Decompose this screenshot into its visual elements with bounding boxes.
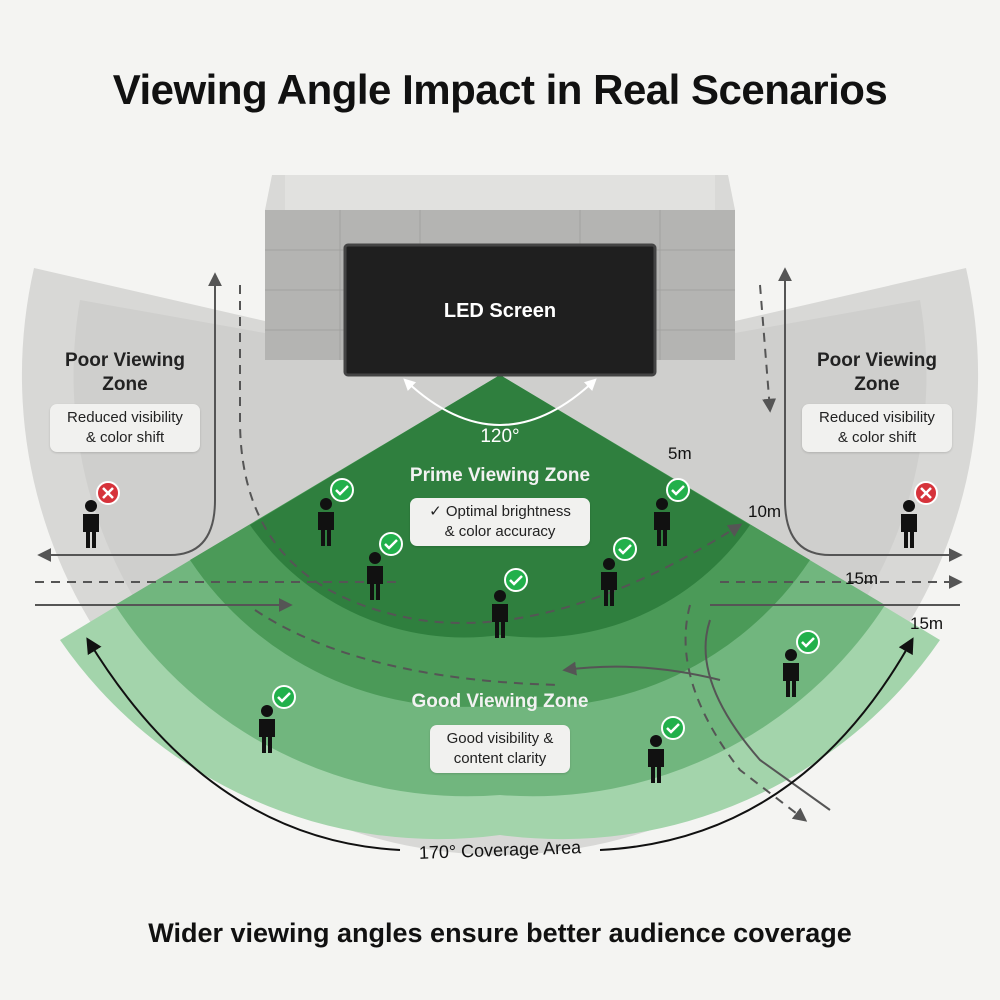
poor-zone-left-title: Poor Viewing Zone xyxy=(45,349,205,397)
cross-icon xyxy=(914,481,938,505)
cross-icon xyxy=(96,481,120,505)
distance-15m-label: 15m xyxy=(845,569,879,588)
poor-zone-right-description-line1: Reduced visibility xyxy=(819,409,935,426)
good-zone-description: Good visibility & content clarity xyxy=(430,725,570,773)
poor-zone-left-description: Reduced visibility & color shift xyxy=(50,404,200,452)
poor-zone-right-title: Poor Viewing Zone xyxy=(797,349,957,397)
prime-zone-description-line2: & color accuracy xyxy=(444,523,556,540)
check-icon xyxy=(613,537,637,561)
check-icon xyxy=(379,532,403,556)
good-zone-description-line1: Good visibility & xyxy=(446,730,554,747)
poor-zone-right-title-line2: Zone xyxy=(854,374,900,395)
check-icon xyxy=(504,568,528,592)
check-icon xyxy=(272,685,296,709)
page-title: Viewing Angle Impact in Real Scenarios xyxy=(112,66,888,113)
poor-zone-left-title-line2: Zone xyxy=(102,374,148,395)
angle-arc-120 xyxy=(403,378,597,426)
poor-zone-left-description-line1: Reduced visibility xyxy=(67,409,183,426)
prime-zone-description-line1: ✓ Optimal brightness xyxy=(429,503,571,520)
led-screen xyxy=(343,243,657,377)
footer-caption: Wider viewing angles ensure better audie… xyxy=(148,918,852,948)
led-screen-label: LED Screen xyxy=(443,300,557,322)
distance-5m-label: 5m xyxy=(668,444,692,463)
poor-zone-left-description-line2: & color shift xyxy=(85,429,165,446)
check-icon xyxy=(796,630,820,654)
poor-zone-right-description-line2: & color shift xyxy=(837,429,917,446)
distance-15m-outer-label: 15m xyxy=(910,614,944,633)
angle-120-label: 120° xyxy=(480,426,520,447)
good-zone-description-line2: content clarity xyxy=(453,750,547,767)
prime-zone-description: ✓ Optimal brightness & color accuracy xyxy=(410,498,590,546)
poor-zone-right-title-line1: Poor Viewing xyxy=(816,350,937,371)
coverage-arc-170 xyxy=(88,640,912,851)
poor-zone-right-description: Reduced visibility & color shift xyxy=(802,404,952,452)
good-zone-title: Good Viewing Zone xyxy=(411,691,589,712)
check-icon xyxy=(661,716,685,740)
check-icon xyxy=(666,478,690,502)
distance-10m-label: 10m xyxy=(748,502,782,521)
prime-zone-title: Prime Viewing Zone xyxy=(409,465,591,486)
poor-zone-left-title-line1: Poor Viewing xyxy=(64,350,185,371)
check-icon xyxy=(330,478,354,502)
